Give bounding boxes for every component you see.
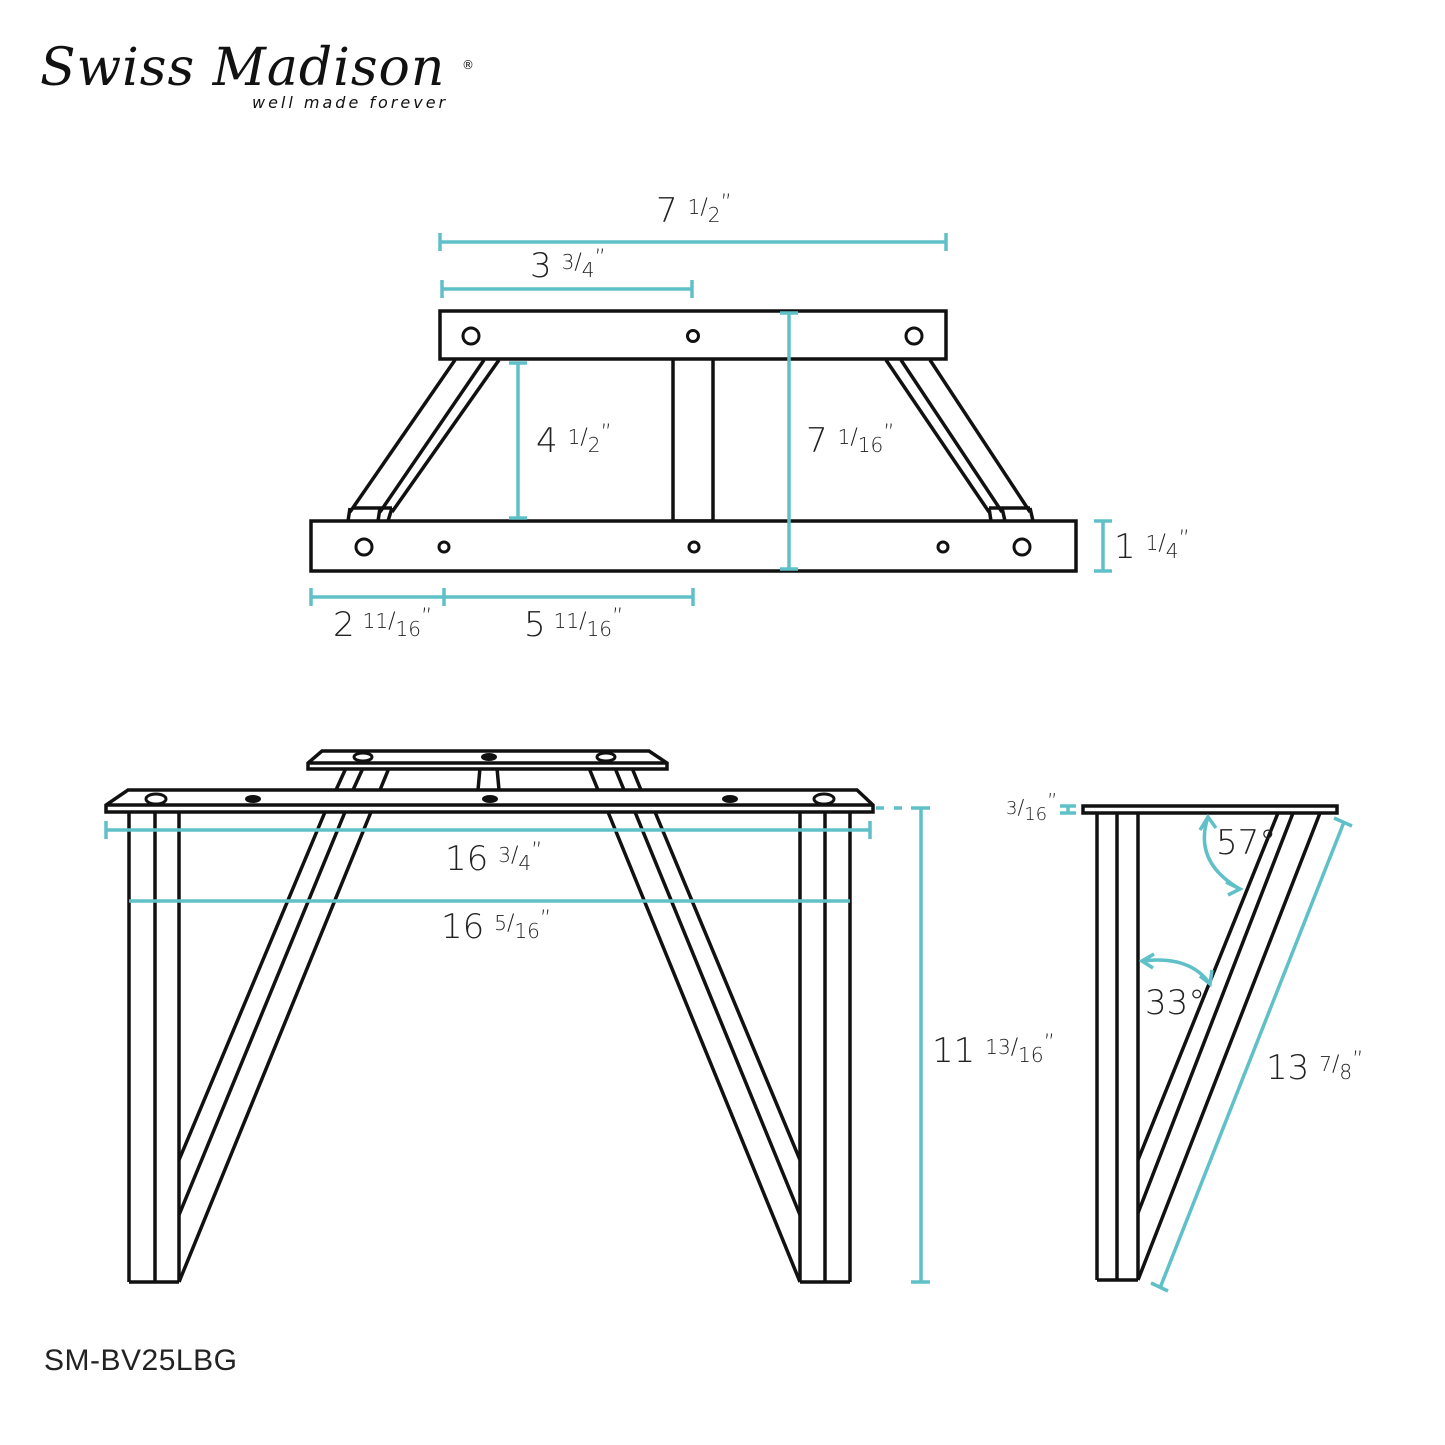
right-brace [884, 359, 1035, 522]
side-vertical-leg [1095, 813, 1140, 1282]
brand-name: Swiss Madison [40, 38, 446, 98]
registered-mark: ® [462, 58, 474, 72]
dim-overall-height [876, 806, 930, 1284]
dim-overall-top-width [438, 233, 948, 251]
front-plate [104, 788, 875, 814]
left-leg [127, 811, 373, 1284]
brand-tagline: well made forever [252, 93, 449, 112]
dim-half-top-width [440, 280, 694, 298]
rear-plate [306, 749, 669, 771]
mount-hole [1012, 537, 1032, 557]
mount-hole [354, 537, 374, 557]
label-angle-57: 57° [1216, 823, 1276, 863]
label-angle-33: 33° [1145, 983, 1205, 1023]
dim-base-thickness [1094, 519, 1112, 573]
model-number: SM-BV25LBG [44, 1344, 238, 1377]
mount-hole [437, 540, 451, 554]
mount-hole [904, 326, 924, 346]
dim-brace-length [1150, 816, 1353, 1293]
side-top-plate [1081, 804, 1339, 815]
brand-logo: Swiss Madison ® well made forever [40, 38, 480, 118]
label-plate-thickness: 3/16” [1006, 789, 1057, 825]
angle-arc-57 [1198, 813, 1244, 897]
dim-overall-width [104, 821, 872, 839]
left-brace [346, 358, 501, 522]
dim-hole-spacing [309, 588, 695, 606]
mount-hole [936, 540, 950, 554]
mount-hole [686, 329, 700, 343]
mount-hole [687, 540, 701, 554]
right-leg [606, 811, 852, 1284]
dim-inner-height [509, 361, 527, 520]
dim-plate-thickness [1060, 804, 1076, 815]
side-diagonal-brace [1136, 812, 1322, 1281]
angle-arc-33 [1138, 952, 1214, 988]
center-post [671, 356, 715, 523]
mount-hole [461, 326, 481, 346]
dim-overall-depth [780, 311, 798, 571]
